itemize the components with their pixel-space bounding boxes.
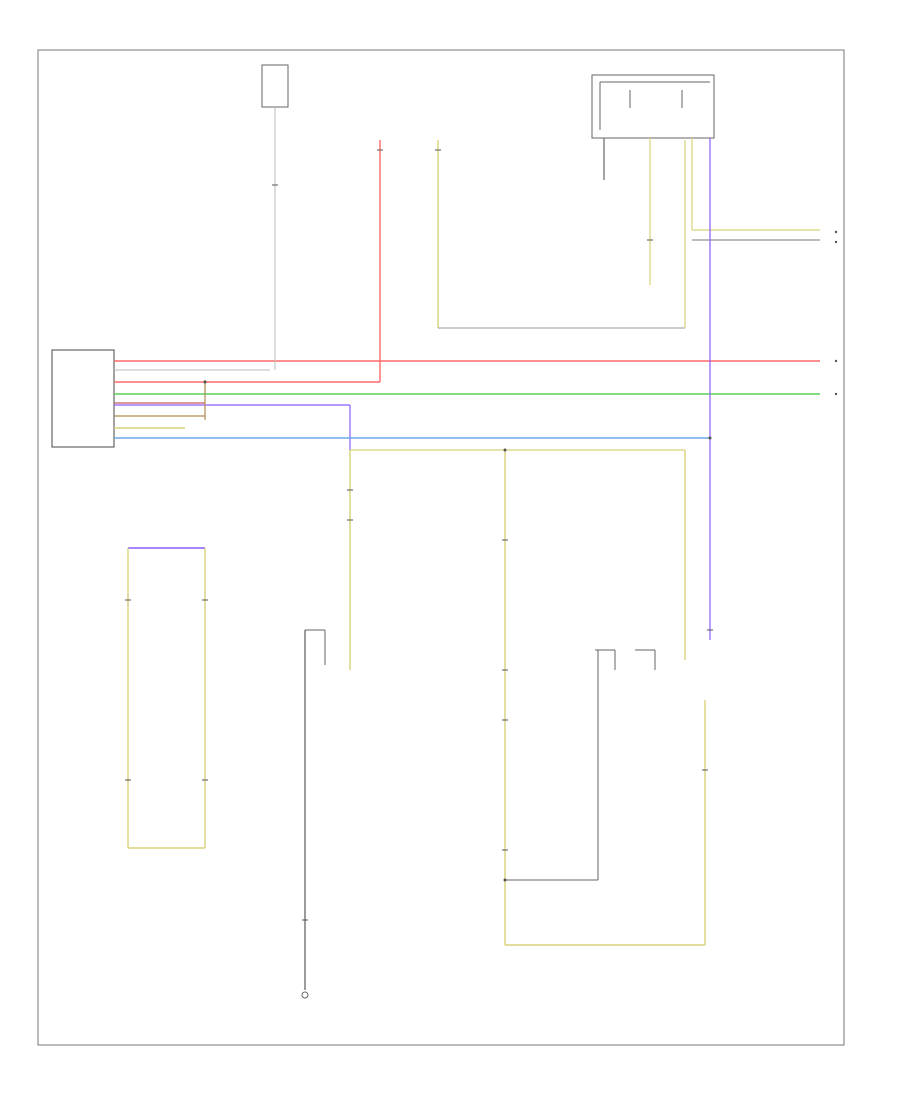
splice-dots <box>203 380 712 882</box>
switch-module-box <box>591 74 715 139</box>
control-module-box <box>51 349 115 448</box>
top-component-box <box>261 64 289 108</box>
connector-marks <box>125 149 713 921</box>
ground-symbol <box>301 991 309 999</box>
right-terminals <box>834 230 838 396</box>
diagram-frame <box>37 49 845 1046</box>
